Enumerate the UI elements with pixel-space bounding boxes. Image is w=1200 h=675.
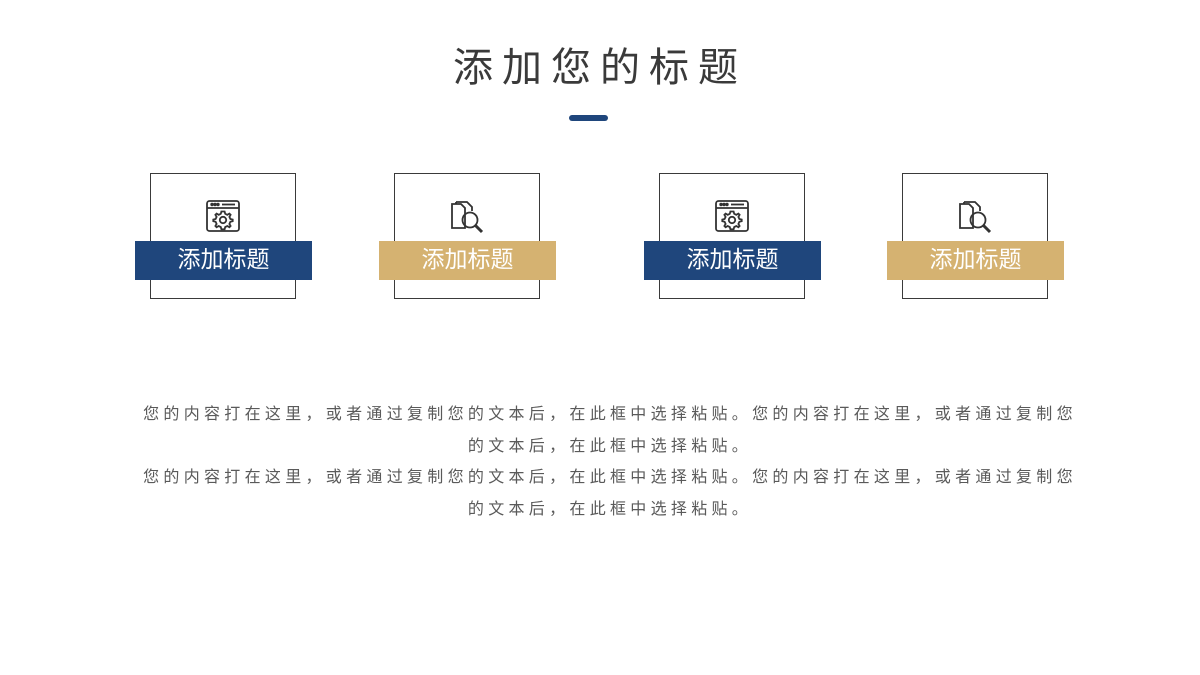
document-search-icon [959,201,992,234]
body-paragraph-2: 您的内容打在这里，或者通过复制您的文本后，在此框中选择粘贴。您的内容打在这里，或… [143,467,1077,518]
feature-card-3 [659,173,805,299]
card-1-title: 添加标题 [177,247,270,273]
card-2-title: 添加标题 [421,247,514,273]
body-text-block: 您的内容打在这里，或者通过复制您的文本后，在此框中选择粘贴。您的内容打在这里，或… [140,398,1080,524]
card-3-title-band: 添加标题 [644,241,821,280]
slide-title: 添加您的标题 [453,45,747,91]
card-1-title-band: 添加标题 [135,241,312,280]
feature-card-2 [394,173,540,299]
card-3-title: 添加标题 [686,247,779,273]
feature-card-1 [150,173,296,299]
feature-card-4 [902,173,1048,299]
document-search-icon [451,201,484,234]
card-4-title: 添加标题 [929,247,1022,273]
body-paragraph-1: 您的内容打在这里，或者通过复制您的文本后，在此框中选择粘贴。您的内容打在这里，或… [143,404,1077,455]
settings-window-icon [206,200,240,232]
title-underline-accent [569,115,608,121]
card-2-title-band: 添加标题 [379,241,556,280]
card-4-title-band: 添加标题 [887,241,1064,280]
settings-window-icon [715,200,749,232]
